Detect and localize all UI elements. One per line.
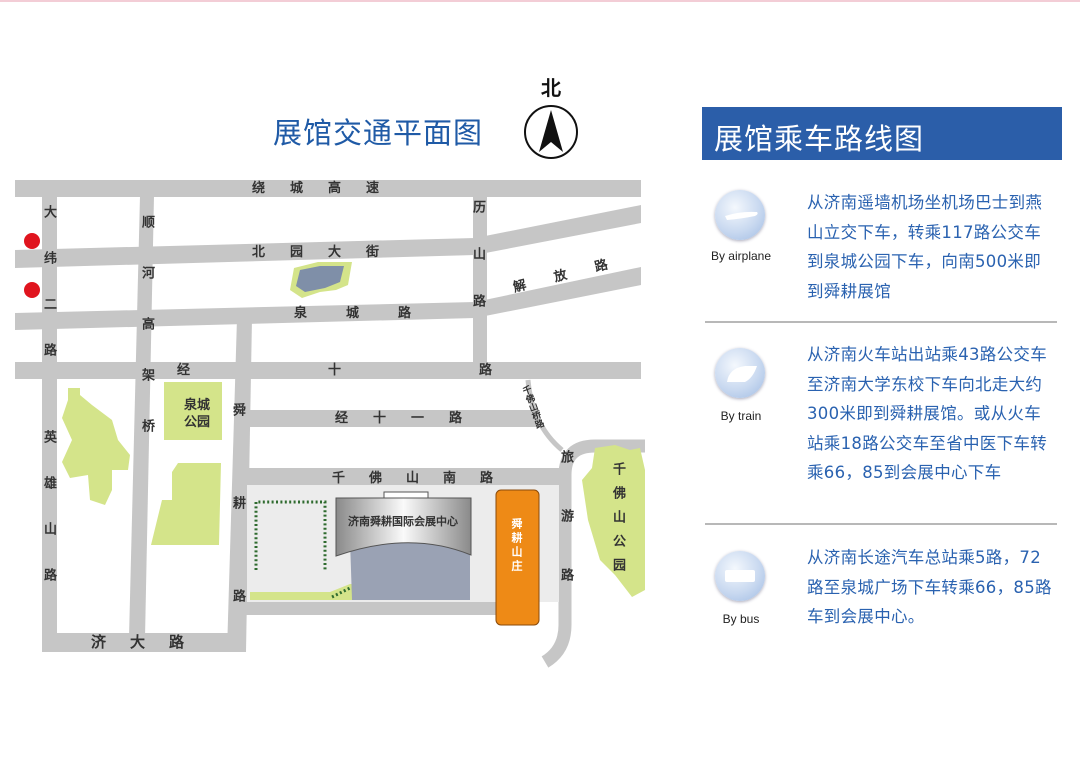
road-ring-expressway — [15, 180, 641, 197]
exhibition-building — [335, 491, 472, 600]
road-label: 泉城路 — [294, 306, 451, 321]
tree-line — [254, 500, 470, 599]
route-description: 从济南长途汽车总站乘5路，72路至泉城广场下车转乘66，85路车到会展中心。 — [807, 548, 1052, 626]
road-label: 历山路 — [470, 200, 485, 341]
road-qianfoshan-bridge — [525, 379, 564, 452]
divider — [705, 321, 1057, 323]
villa-label: 舜耕山庄 — [510, 518, 523, 574]
shungeng-villa — [495, 489, 540, 626]
location-marker — [24, 233, 40, 249]
road-label: 顺河高架桥 — [139, 215, 154, 470]
road-jingshiyi — [243, 410, 540, 427]
road-label: 旅游路 — [558, 450, 573, 627]
train-icon — [715, 348, 765, 398]
qianfoshan-park — [582, 445, 645, 597]
bus-icon — [715, 551, 765, 601]
top-border — [0, 0, 1080, 2]
north-label: 北 — [541, 76, 561, 100]
route-description: 从济南遥墙机场坐机场巴士到燕山立交下车，转乘117路公交车到泉城公园下车，向南5… — [807, 193, 1043, 301]
divider — [705, 523, 1057, 525]
road-label: 经十一路 — [335, 411, 488, 426]
road-jingshi — [15, 362, 641, 379]
route-description: 从济南火车站出站乘43路公交车至济南大学东校下车向北走大约300米即到舜耕展馆。… — [807, 345, 1047, 482]
lake — [296, 266, 344, 292]
quancheng-park — [164, 382, 222, 440]
road-shunhe-viaduct — [129, 196, 154, 638]
road-label: 英雄山路 — [41, 430, 56, 614]
roads — [15, 180, 645, 668]
route-mode-label: By train — [720, 409, 762, 423]
road-label: 北园大街 — [252, 245, 405, 260]
road-qianfoshan-south — [243, 468, 565, 485]
road-label: 千佛山南路 — [332, 471, 518, 486]
road-lishan — [473, 196, 487, 366]
park-label: 泉城 — [184, 398, 211, 413]
road-lvyou — [558, 439, 645, 612]
north-compass-icon — [524, 105, 578, 159]
route-mode-label: By bus — [722, 612, 760, 626]
west-park — [62, 388, 130, 505]
location-marker — [24, 282, 40, 298]
road-daweier — [42, 196, 57, 652]
road-label: 大纬二路 — [41, 205, 56, 389]
road-label: 舜耕路 — [230, 403, 245, 682]
park-label: 千佛山公园 — [610, 462, 625, 582]
road-jida — [42, 633, 246, 652]
routes-panel-title: 展馆乘车路线图 — [702, 107, 1062, 160]
road-label: 济大路 — [91, 633, 209, 651]
road-label: 绕城高速 — [252, 181, 405, 196]
route-mode-label: By airplane — [710, 249, 772, 263]
map-title: 展馆交通平面图 — [273, 116, 484, 150]
road-shungeng — [227, 318, 252, 652]
exhibition-center-label: 济南舜耕国际会展中心 — [348, 515, 458, 528]
park-label: 公园 — [184, 415, 211, 430]
airplane-icon — [715, 190, 765, 240]
road-label: 经十路 — [177, 363, 631, 378]
road-south-exhibition — [246, 601, 498, 615]
south-park — [151, 463, 221, 545]
